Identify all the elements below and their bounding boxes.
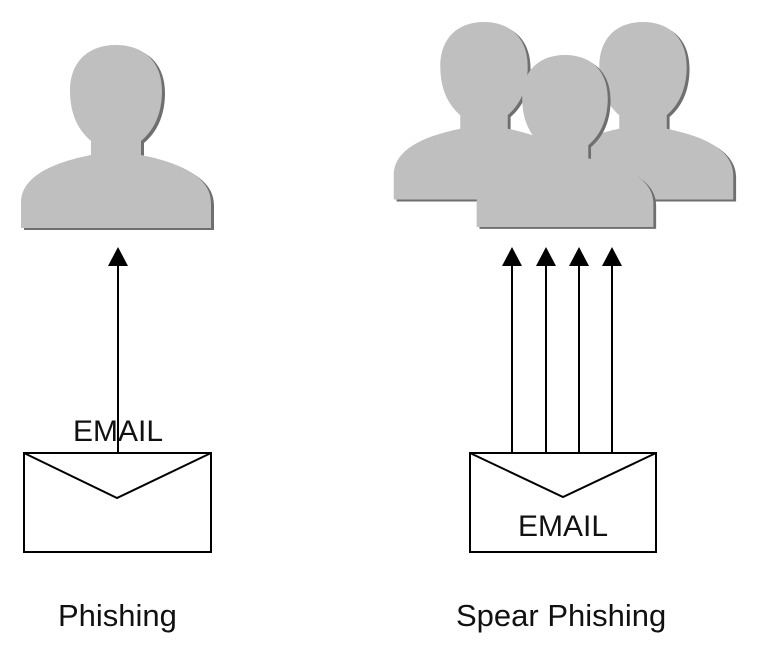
spear-phishing-caption: Spear Phishing xyxy=(456,598,667,633)
arrowhead-icon xyxy=(502,247,522,266)
phishing-group: EMAIL xyxy=(21,45,214,553)
phishing-arrow xyxy=(108,247,128,452)
spear-phishing-email-envelope-icon xyxy=(469,452,657,553)
arrowhead-icon xyxy=(536,247,556,266)
spear-phishing-group: EMAIL xyxy=(393,22,737,553)
arrowhead-icon xyxy=(108,247,128,266)
recipient-group-icon xyxy=(393,22,737,229)
spear-phishing-email-label: EMAIL xyxy=(518,510,608,543)
arrowhead-icon xyxy=(602,247,622,266)
arrowhead-icon xyxy=(569,247,589,266)
phishing-caption: Phishing xyxy=(58,598,177,633)
phishing-email-label: EMAIL xyxy=(73,415,163,448)
single-recipient-icon xyxy=(21,45,214,230)
phishing-email-envelope-icon xyxy=(23,452,212,553)
spear-phishing-arrows xyxy=(502,247,622,452)
